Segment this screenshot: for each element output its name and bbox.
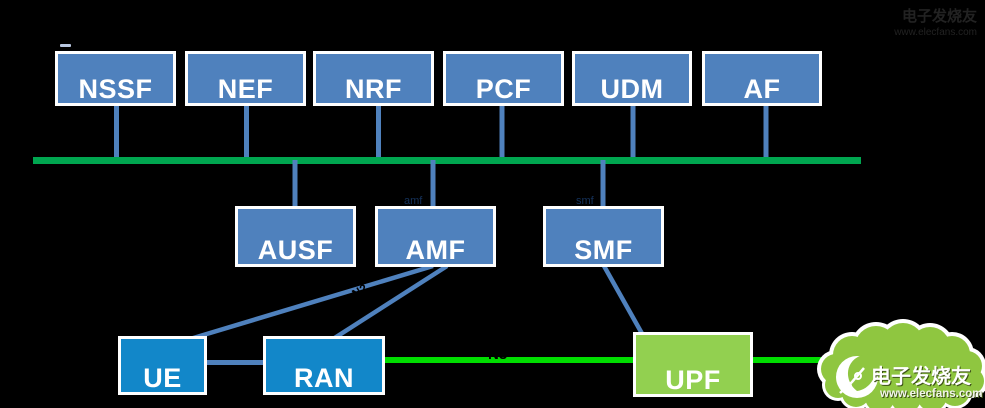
watermark-top-brand: 电子发烧友 — [901, 8, 977, 25]
node-nssf-label: NSSF — [78, 74, 153, 104]
node-pcf-label: PCF — [475, 74, 532, 104]
node-nrf: NRF — [313, 51, 434, 106]
watermark-top-site: www.elecfans.com — [894, 26, 977, 38]
leaf-badge-icon — [836, 354, 878, 398]
node-smf: SMF — [543, 206, 664, 267]
watermark-brand: 电子发烧友 — [871, 364, 971, 388]
node-af: AF — [702, 51, 822, 106]
node-amf-label: AMF — [405, 235, 466, 265]
node-ran: RAN — [263, 336, 385, 395]
watermark-site-shadow: www.elecfans.com — [880, 389, 983, 401]
node-nef: NEF — [185, 51, 306, 106]
node-ue: UE — [118, 336, 207, 395]
node-nssf: NSSF — [55, 51, 176, 106]
node-udm-label: UDM — [600, 74, 664, 104]
node-ue-label: UE — [143, 363, 182, 393]
node-ausf: AUSF — [235, 206, 356, 267]
watermark-site: www.elecfans.com — [879, 388, 982, 400]
link-n2-line — [331, 264, 449, 341]
node-upf-label: UPF — [665, 365, 721, 395]
node-nef-label: NEF — [217, 74, 274, 104]
node-af-label: AF — [743, 74, 781, 104]
node-udm: UDM — [572, 51, 692, 106]
node-amf: AMF — [375, 206, 496, 267]
nnssf-label-fragment — [60, 44, 71, 47]
link-n1-line — [189, 263, 434, 342]
watermark-brand-shadow: 电子发烧友 — [872, 365, 972, 389]
node-ran-label: RAN — [294, 363, 354, 393]
node-pcf: PCF — [443, 51, 564, 106]
nsmf-service-label: smf — [576, 195, 594, 207]
node-smf-label: SMF — [574, 235, 633, 265]
node-nrf-label: NRF — [345, 74, 402, 104]
node-ausf-label: AUSF — [257, 235, 334, 265]
namf-service-label: amf — [404, 195, 423, 207]
node-upf: UPF — [633, 332, 753, 397]
watermark-top: 电子发烧友 www.elecfans.com — [894, 8, 977, 39]
n3-label: N3 — [488, 346, 508, 363]
